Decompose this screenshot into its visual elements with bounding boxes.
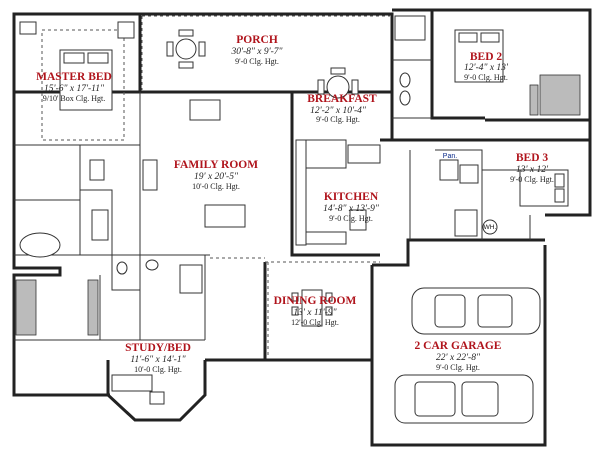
svg-text:9'-0 Clg. Hgt.: 9'-0 Clg. Hgt. — [316, 115, 360, 124]
master-bed-furniture — [19, 21, 135, 111]
svg-text:DINING ROOM: DINING ROOM — [274, 295, 357, 307]
svg-text:10'-0 Clg. Hgt.: 10'-0 Clg. Hgt. — [134, 365, 182, 374]
room-porch: PORCH 30'-8" x 9'-7" 9'-0 Clg. Hgt. — [230, 34, 283, 66]
breakfast-table — [317, 67, 359, 99]
room-bed3: BED 3 13' x 12' 9'-0 Clg. Hgt. — [510, 152, 554, 184]
room-study: STUDY/BED 11'-6" x 14'-1" 10'-0 Clg. Hgt… — [125, 342, 191, 374]
exterior-walls — [12, 8, 592, 447]
svg-text:PORCH: PORCH — [236, 34, 278, 46]
svg-text:2 CAR GARAGE: 2 CAR GARAGE — [415, 340, 502, 352]
study-furniture — [111, 374, 165, 405]
svg-text:30'-8" x 9'-7": 30'-8" x 9'-7" — [230, 47, 283, 57]
interior-walls — [14, 59, 545, 341]
svg-text:12'-4" x 13': 12'-4" x 13' — [464, 63, 509, 73]
water-heater-symbol — [482, 219, 498, 235]
room-garage: 2 CAR GARAGE 22' x 22'-8" 9'-0 Clg. Hgt. — [415, 340, 502, 372]
room-breakfast: BREAKFAST 12'-2" x 10'-4" 9'-0 Clg. Hgt. — [307, 93, 377, 124]
dashed-openings — [41, 15, 390, 358]
svg-text:12'-0 Clg. Hgt.: 12'-0 Clg. Hgt. — [291, 318, 339, 327]
family-room-furniture — [142, 99, 246, 228]
svg-text:13' x 12': 13' x 12' — [516, 165, 549, 175]
svg-text:9'-0 Clg. Hgt.: 9'-0 Clg. Hgt. — [235, 57, 279, 66]
svg-text:9'-0 Clg. Hgt.: 9'-0 Clg. Hgt. — [436, 363, 480, 372]
room-dining-room: DINING ROOM 13' x 11'-9" 12'-0 Clg. Hgt. — [274, 295, 357, 327]
water-heater-label: WH. — [484, 224, 497, 231]
svg-text:10'-0 Clg. Hgt.: 10'-0 Clg. Hgt. — [192, 182, 240, 191]
porch-table — [166, 29, 206, 69]
dining-table — [291, 289, 333, 327]
room-family-room: FAMILY ROOM 19' x 20'-5" 10'-0 Clg. Hgt. — [174, 159, 258, 191]
svg-text:BED 2: BED 2 — [470, 51, 503, 63]
svg-text:9'-0 Clg. Hgt.: 9'-0 Clg. Hgt. — [464, 73, 508, 82]
svg-text:STUDY/BED: STUDY/BED — [125, 342, 191, 354]
svg-text:FAMILY ROOM: FAMILY ROOM — [174, 159, 258, 171]
closets — [15, 84, 539, 336]
garage-cars — [394, 287, 541, 424]
svg-text:9'-0 Clg. Hgt.: 9'-0 Clg. Hgt. — [329, 214, 373, 223]
bed2-furniture — [454, 29, 581, 116]
svg-text:11'-6" x 14'-1": 11'-6" x 14'-1" — [130, 355, 186, 365]
svg-text:MASTER BED: MASTER BED — [36, 71, 112, 83]
svg-text:KITCHEN: KITCHEN — [324, 191, 379, 203]
svg-text:12'-2" x 10'-4": 12'-2" x 10'-4" — [310, 106, 367, 116]
svg-text:19' x 20'-5": 19' x 20'-5" — [194, 172, 239, 182]
svg-text:9'-0 Clg. Hgt.: 9'-0 Clg. Hgt. — [510, 175, 554, 184]
svg-text:9/10' Box Clg. Hgt.: 9/10' Box Clg. Hgt. — [43, 94, 106, 103]
svg-text:BREAKFAST: BREAKFAST — [307, 93, 377, 105]
room-master-bed: MASTER BED 15'-6" x 17'-11" 9/10' Box Cl… — [36, 71, 112, 103]
svg-text:BED 3: BED 3 — [516, 152, 549, 164]
bath-fixtures — [19, 15, 426, 294]
svg-text:13' x 11'-9": 13' x 11'-9" — [293, 308, 337, 318]
room-bed2: BED 2 12'-4" x 13' 9'-0 Clg. Hgt. — [464, 51, 509, 82]
kitchen-fixtures — [295, 139, 497, 246]
svg-text:22' x 22'-8": 22' x 22'-8" — [436, 353, 481, 363]
bed3-furniture — [519, 169, 569, 207]
room-kitchen: KITCHEN 14'-8" x 13'-9" 9'-0 Clg. Hgt. — [323, 191, 380, 223]
pantry-label: Pan. — [443, 153, 457, 160]
svg-text:14'-8" x 13'-9": 14'-8" x 13'-9" — [323, 204, 380, 214]
svg-text:15'-6" x 17'-11": 15'-6" x 17'-11" — [44, 84, 105, 94]
